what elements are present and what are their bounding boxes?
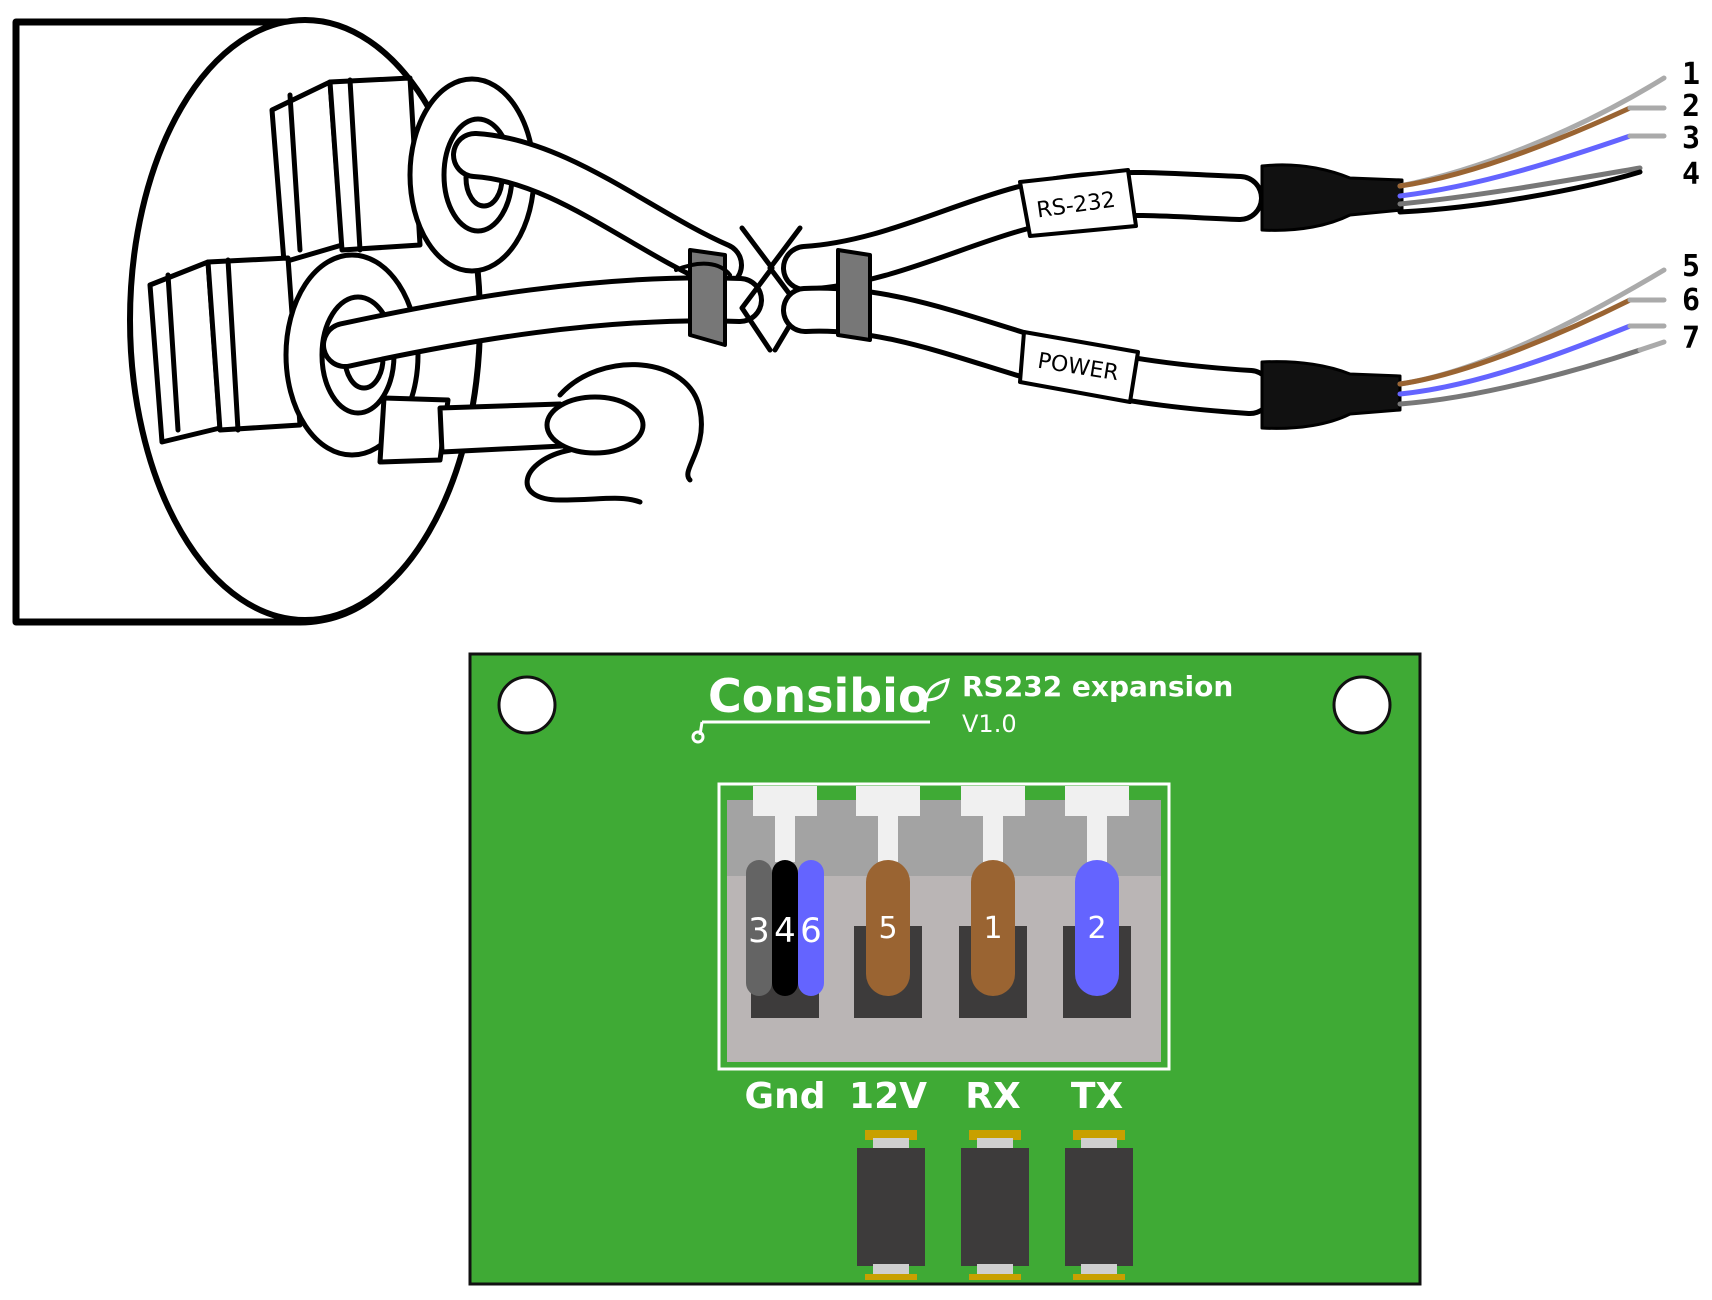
mounting-hole-left — [497, 675, 557, 735]
wire-number-4: 4 — [1682, 157, 1700, 192]
inserted-wire-number: 2 — [1087, 911, 1106, 946]
wire-number-labels: 1 2 3 4 5 6 7 — [1682, 57, 1700, 356]
terminal-screw-head — [961, 786, 1025, 816]
terminal-screw-stem — [775, 814, 795, 862]
rs232-tag: RS-232 — [1018, 168, 1138, 238]
product-name: RS232 expansion — [962, 670, 1233, 703]
ground-loop — [377, 362, 704, 505]
terminal-label-rx: RX — [965, 1076, 1021, 1117]
cable-break-marks — [739, 225, 803, 353]
diode — [961, 1130, 1029, 1280]
leaf-icon — [923, 677, 950, 713]
inserted-wire — [798, 860, 824, 996]
terminal-screw-head — [856, 786, 920, 816]
inserted-wire — [746, 860, 772, 996]
terminal-screw-stem — [1087, 814, 1107, 862]
diode — [857, 1130, 925, 1280]
terminal-labels: Gnd 12V RX TX — [745, 1076, 1124, 1117]
heat-shrink-ends — [1260, 163, 1404, 430]
terminal-label-tx: TX — [1071, 1076, 1124, 1117]
wire-number-2: 2 — [1682, 89, 1700, 124]
terminal-screw-head — [753, 786, 817, 816]
inserted-wire-number: 1 — [983, 911, 1002, 946]
terminal-screw-stem — [878, 814, 898, 862]
inserted-wire-number: 3 — [748, 911, 770, 951]
inserted-wire-number: 4 — [774, 911, 796, 951]
inserted-wire-number: 5 — [878, 911, 897, 946]
wire-number-3: 3 — [1682, 121, 1700, 156]
mounting-hole-right — [1332, 675, 1392, 735]
terminal-outline — [717, 782, 1171, 1071]
wire-number-7: 7 — [1682, 321, 1700, 356]
terminal-12v: 5 — [854, 786, 922, 1018]
wire-number-5: 5 — [1682, 249, 1700, 284]
wire-number-1: 1 — [1682, 57, 1700, 92]
rs232-conductors — [1397, 75, 1667, 215]
power-tag: POWER — [1018, 330, 1140, 404]
product-version: V1.0 — [962, 710, 1017, 738]
terminal-label-gnd: Gnd — [745, 1076, 826, 1117]
diode — [1065, 1130, 1133, 1280]
sensor-illustration: RS-232 POWER 1 2 — [12, 17, 1700, 626]
diodes — [857, 1130, 1133, 1280]
brand-name: Consibio — [708, 669, 930, 723]
terminal-rx: 1 — [959, 786, 1027, 1018]
terminal-label-12v: 12V — [849, 1076, 927, 1117]
terminal-tx: 2 — [1063, 786, 1131, 1018]
terminal-screw-head — [1065, 786, 1129, 816]
inserted-wire — [772, 860, 798, 996]
wire-number-6: 6 — [1682, 283, 1700, 318]
inserted-wire — [971, 860, 1015, 996]
cables-left-section — [321, 131, 764, 369]
inserted-wire — [1075, 860, 1119, 996]
power-conductors — [1397, 267, 1667, 407]
terminal-screw-stem — [983, 814, 1003, 862]
inserted-wire — [866, 860, 910, 996]
inserted-wire-number: 6 — [800, 911, 822, 951]
brand-logo: Consibio RS232 expansion V1.0 — [691, 669, 1233, 744]
